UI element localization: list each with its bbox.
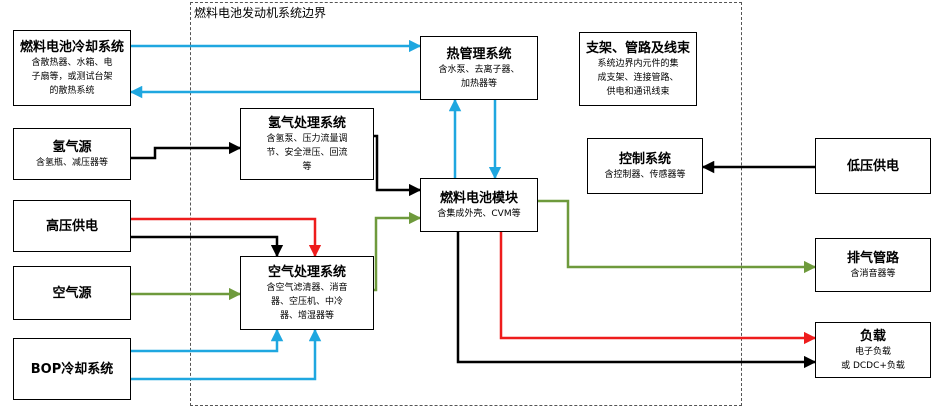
- fc-cooling-title: 燃料电池冷却系统: [19, 39, 124, 55]
- module-to-exhaust-line: [538, 199, 817, 274]
- exhaust-box: 排气管路含消音器等: [815, 238, 931, 292]
- exhaust-title: 排气管路: [846, 250, 899, 266]
- hv-power-title: 高压供电: [45, 218, 98, 234]
- h2-processing-desc-line: 等: [302, 161, 312, 172]
- hv-to-air-processing-black-line: [131, 235, 284, 258]
- fc-cooling-desc-line: 子扇等，或测试台架: [31, 71, 113, 82]
- thermal-box: 热管理系统含水泵、去离子器、加热器等: [420, 36, 538, 100]
- h2-source-title: 氢气源: [52, 139, 92, 155]
- system-boundary: [190, 2, 742, 406]
- hv-power-box: 高压供电: [13, 200, 131, 252]
- h2-source-box: 氢气源含氢瓶、减压器等: [13, 128, 131, 180]
- h2-processing-title: 氢气处理系统: [267, 115, 346, 131]
- bracket-box: 支架、管路及线束系统边界内元件的集成支架、连接管路、供电和通讯线束: [579, 32, 697, 106]
- fc-module-title: 燃料电池模块: [439, 190, 518, 206]
- thermal-desc-line: 加热器等: [460, 78, 497, 89]
- air-processing-desc-line: 器、空压机、中冷: [270, 296, 343, 307]
- control-box: 控制系统含控制器、传感器等: [587, 138, 703, 194]
- bop-cooling-box: BOP冷却系统: [13, 338, 131, 400]
- air-processing-box: 空气处理系统含空气滤清器、消音器、空压机、中冷器、增湿器等: [240, 256, 374, 330]
- h2-processing-desc-line: 节、安全泄压、回流: [266, 147, 348, 158]
- lv-power-title: 低压供电: [846, 158, 899, 174]
- module-to-load-red-line: [499, 232, 817, 345]
- h2-source-to-processing-line: [131, 141, 242, 160]
- bop-cooling-title: BOP冷却系统: [30, 361, 114, 377]
- load-box: 负载电子负载或 DCDC+负载: [815, 322, 931, 378]
- load-desc-line: 或 DCDC+负载: [841, 360, 905, 371]
- thermal-title: 热管理系统: [446, 46, 512, 62]
- exhaust-desc-line: 含消音器等: [850, 268, 896, 279]
- load-desc-line: 电子负载: [854, 346, 891, 357]
- air-processing-to-module-line: [374, 211, 422, 292]
- system-boundary-title: 燃料电池发动机系统边界: [194, 6, 327, 20]
- hv-to-air-processing-red-line: [131, 217, 322, 258]
- h2-processing-to-module-line: [374, 134, 422, 197]
- h2-processing-box: 氢气处理系统含氢泵、压力流量调节、安全泄压、回流等: [240, 108, 374, 180]
- lv-power-box: 低压供电: [815, 138, 931, 194]
- bracket-title: 支架、管路及线束: [585, 40, 690, 56]
- air-source-title: 空气源: [52, 285, 92, 301]
- load-title: 负载: [859, 328, 886, 344]
- air-processing-title: 空气处理系统: [267, 264, 346, 280]
- air-source-box: 空气源: [13, 266, 131, 320]
- control-desc-line: 含控制器、传感器等: [604, 169, 686, 180]
- fc-cooling-desc-line: 含散热器、水箱、电: [31, 57, 113, 68]
- bracket-desc-line: 系统边界内元件的集: [597, 58, 679, 69]
- bop-cooling-return-line: [131, 328, 322, 381]
- fc-module-box: 燃料电池模块含集成外壳、CVM等: [420, 178, 538, 232]
- bracket-desc-line: 供电和通讯线束: [606, 86, 670, 97]
- bop-cooling-supply-line: [131, 328, 284, 353]
- fc-module-desc-line: 含集成外壳、CVM等: [437, 208, 521, 219]
- fc-cooling-desc-line: 的散热系统: [49, 85, 95, 96]
- thermal-desc-line: 含水泵、去离子器、: [438, 64, 520, 75]
- air-processing-desc-line: 含空气滤清器、消音: [266, 282, 348, 293]
- h2-processing-desc-line: 含氢泵、压力流量调: [266, 133, 348, 144]
- fc-cooling-box: 燃料电池冷却系统含散热器、水箱、电子扇等，或测试台架的散热系统: [13, 30, 131, 106]
- air-processing-desc-line: 器、增湿器等: [279, 310, 334, 321]
- control-title: 控制系统: [618, 151, 671, 167]
- module-to-load-black-line: [456, 232, 817, 369]
- bracket-desc-line: 成支架、连接管路、: [597, 72, 679, 83]
- h2-source-desc-line: 含氢瓶、减压器等: [35, 157, 108, 168]
